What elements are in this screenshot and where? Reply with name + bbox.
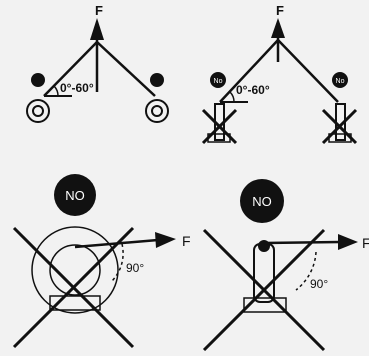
sling-left <box>43 41 98 97</box>
angle-label: 90° <box>126 261 144 275</box>
arrow-head <box>155 232 176 248</box>
force-label: F <box>182 233 191 249</box>
angle-arc-dashed <box>110 243 124 283</box>
cross-out-b <box>202 228 326 352</box>
force-arrow-side <box>74 238 159 249</box>
panel-top-left: F 0°-60° <box>26 3 169 123</box>
angle-arc <box>53 85 59 97</box>
no-badge-text: NO <box>252 194 272 209</box>
force-label: F <box>95 3 103 18</box>
no-badge <box>54 174 96 216</box>
arrow-head <box>271 18 285 38</box>
panel-bottom-left: NO F 90° <box>12 174 191 349</box>
no-badge <box>240 179 284 223</box>
sling-right <box>96 41 156 97</box>
cross-out-right-b <box>321 108 358 145</box>
force-label: F <box>362 235 369 251</box>
eyebolt-ring-right <box>145 99 169 123</box>
sling-left <box>219 39 279 103</box>
eyebolt-hole-left <box>32 105 44 117</box>
no-badge-right-text: No <box>336 78 345 85</box>
lift-point-left <box>31 73 45 87</box>
eyebolt-base <box>243 297 287 313</box>
arrow-head <box>338 234 358 250</box>
eyebolt-ring-left <box>26 99 50 123</box>
force-arrow-side <box>263 240 341 245</box>
angle-label: 0°-60° <box>236 83 270 97</box>
no-badge-right <box>332 72 348 88</box>
no-badge-left-text: No <box>214 78 223 85</box>
panel-bottom-right: NO F 90° <box>202 179 369 352</box>
force-label: F <box>276 3 284 18</box>
eyebolt-hole-right <box>151 105 163 117</box>
no-badge-left <box>210 72 226 88</box>
lift-point-right <box>150 73 164 87</box>
sling-right <box>277 39 339 103</box>
cross-out-b <box>12 226 135 349</box>
eyebolt-base <box>49 295 101 311</box>
eyebolt-ring-inner <box>49 244 101 296</box>
no-badge-text: NO <box>65 188 85 203</box>
eyebolt-shank <box>253 243 275 303</box>
angle-arc <box>229 91 235 103</box>
arrow-head <box>90 18 104 40</box>
panel-top-right: F 0°-60° No No <box>201 3 358 145</box>
angle-label: 90° <box>310 277 328 291</box>
angle-label: 0°-60° <box>60 81 94 95</box>
cross-out-left-b <box>201 108 238 145</box>
eyebolt-ring-outer <box>31 226 119 314</box>
